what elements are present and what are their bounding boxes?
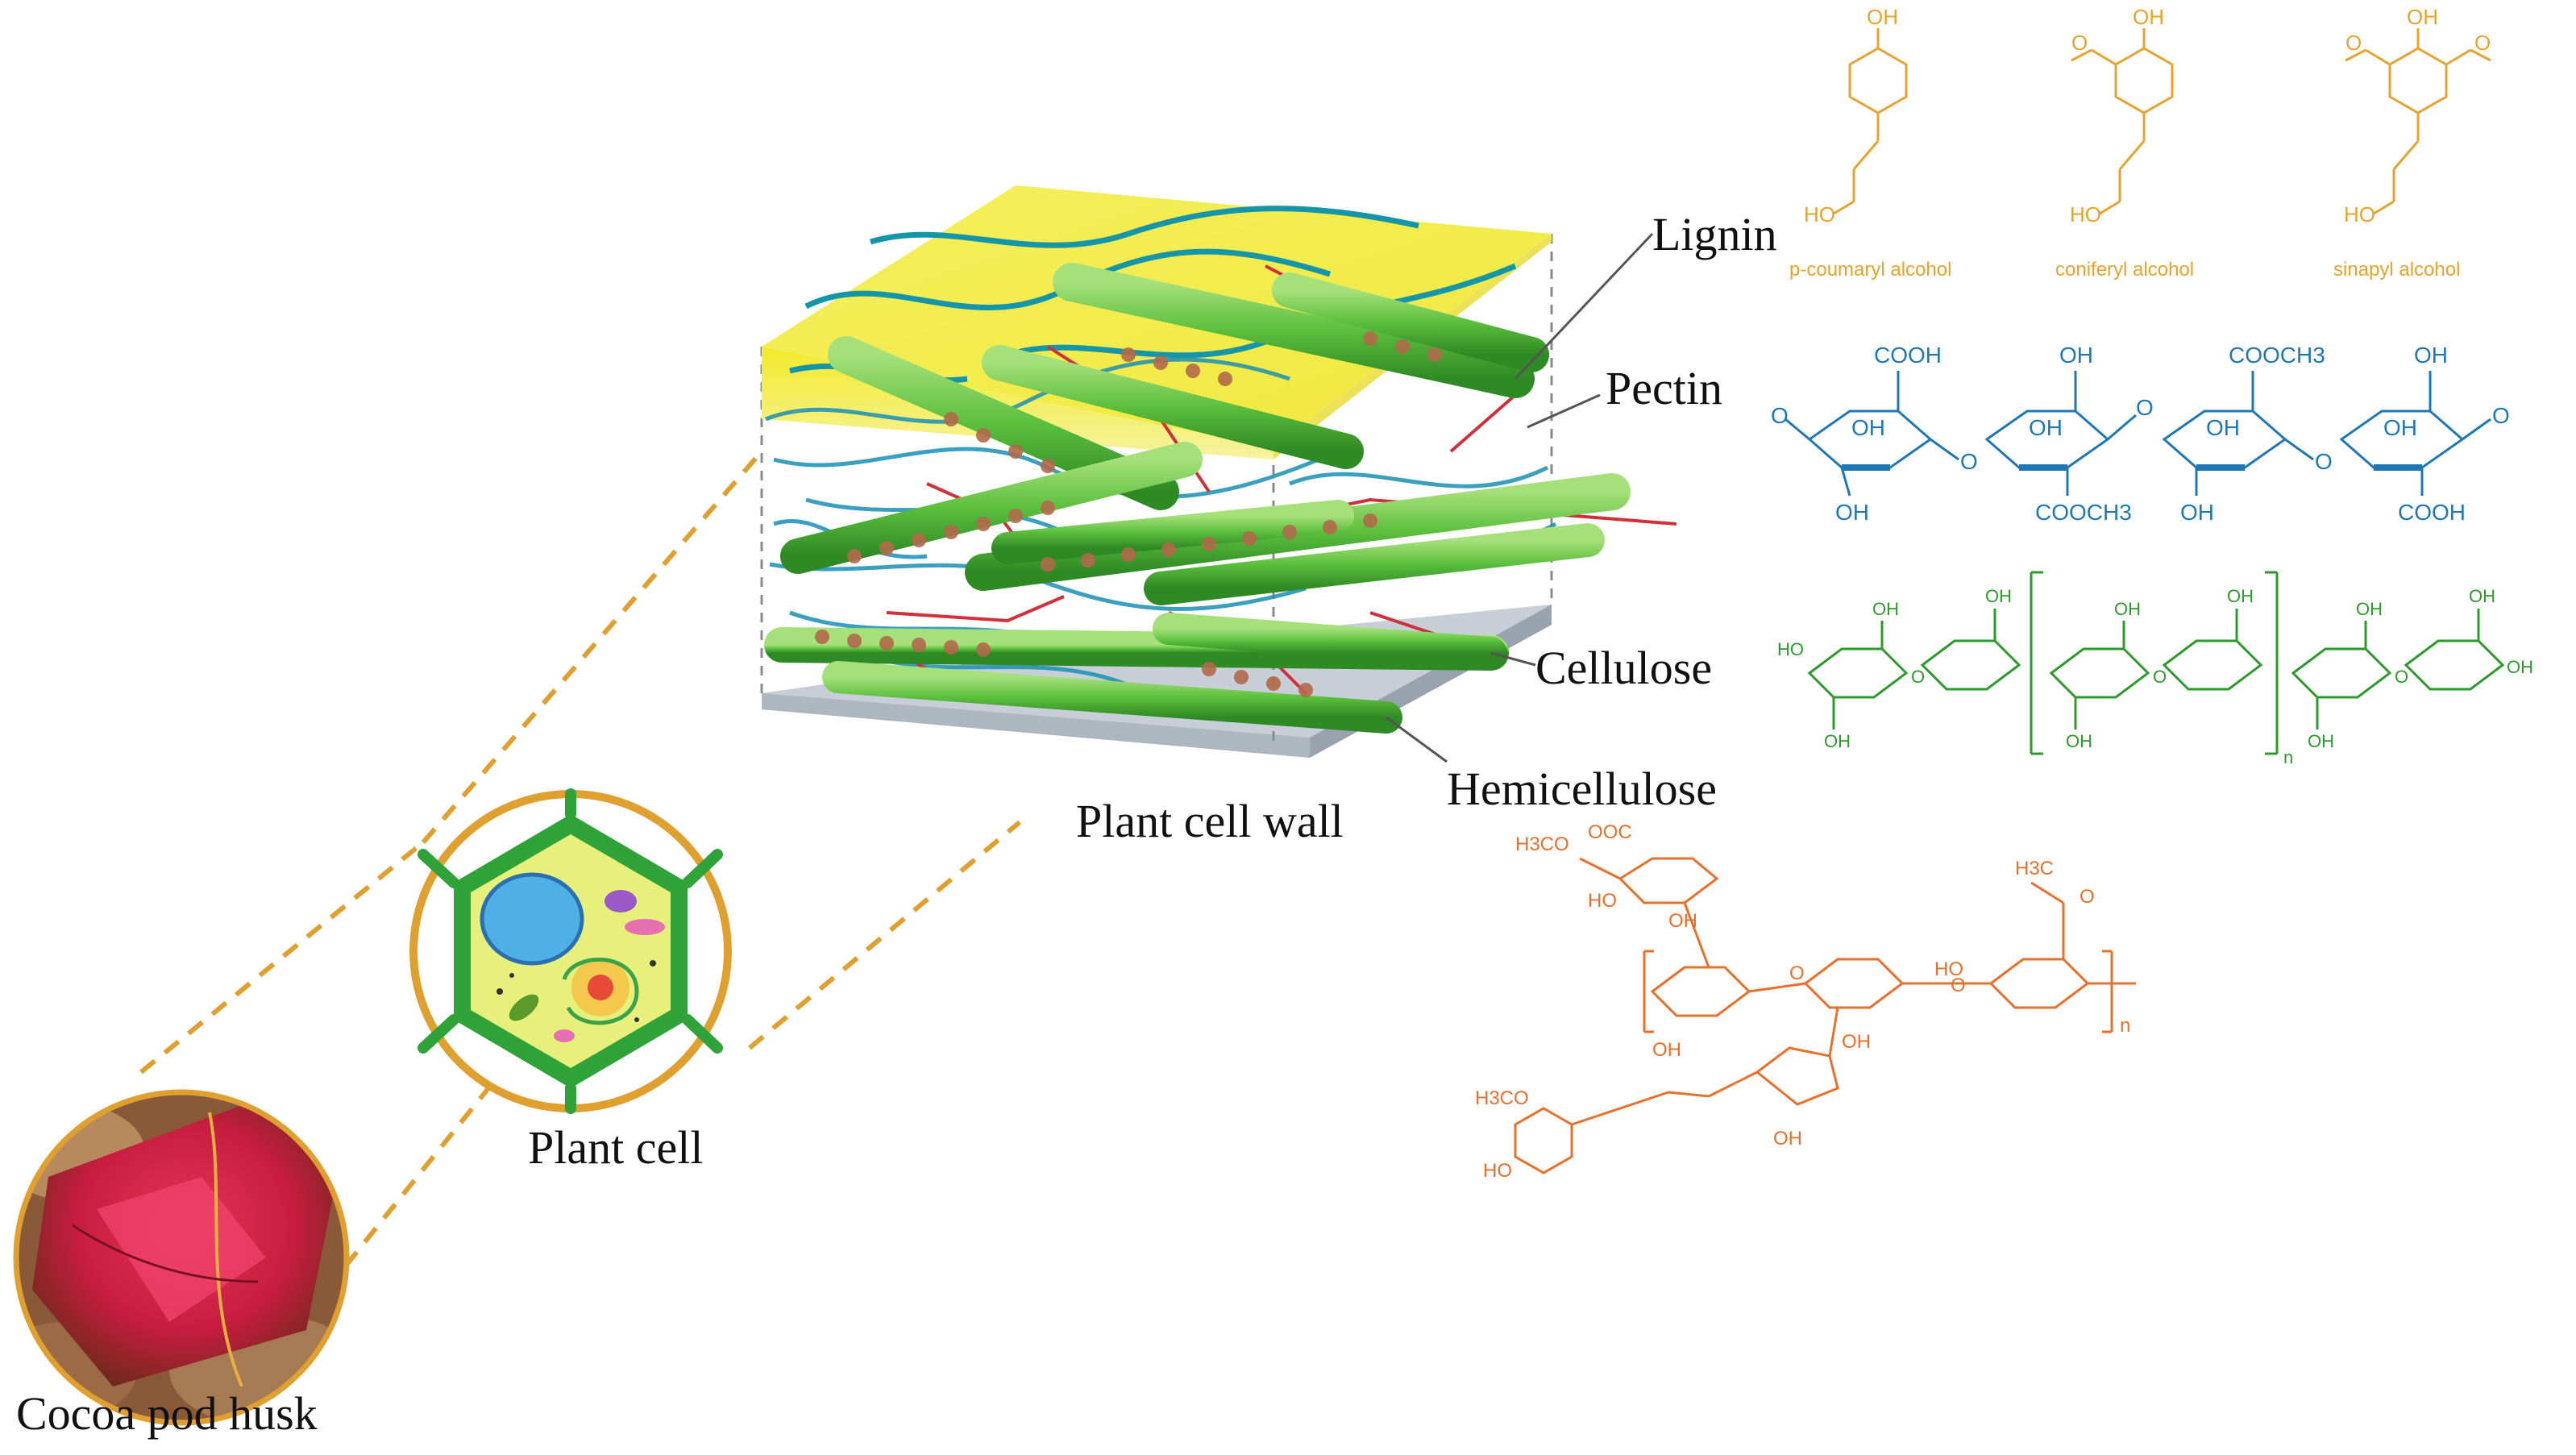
lignin-3-ho: HO [2344, 202, 2375, 227]
hemi-n: n [2120, 1015, 2130, 1037]
pectin-top-2: OH [2059, 343, 2093, 368]
hemi-oh-1: OH [1668, 910, 1697, 932]
hemi-h3c: H3C [2015, 858, 2054, 879]
hemi-oh-4: OH [1773, 1128, 1802, 1149]
cellulose-oh-2: OH [1985, 586, 2012, 606]
cocoa-husk-ring [13, 1089, 350, 1426]
hemi-oh-2: OH [1652, 1039, 1681, 1061]
pectin-link-4: O [2315, 449, 2333, 474]
cocoa-pod-husk-label: Cocoa pod husk [16, 1387, 318, 1440]
hemi-oh-3: OH [1842, 1031, 1871, 1053]
pectin-bottom-1: OH [1835, 500, 1869, 525]
cellulose-label: Cellulose [1535, 642, 1713, 694]
pectin-ring-oh-4: OH [2383, 415, 2417, 440]
cellulose-oh-3: OH [2114, 599, 2141, 619]
lignin-2-oh: OH [2133, 5, 2164, 29]
hemi-o-1: O [1789, 962, 1805, 984]
lignin-monomers-structures: OH HO OH O HO OH O O HO p-coumaryl alcoh… [1789, 5, 2491, 281]
pectin-bottom-2: COOCH3 [2035, 500, 2132, 525]
pectin-label: Pectin [1606, 362, 1722, 414]
pectin-ring-oh-1: OH [1851, 415, 1885, 440]
hemi-h3co-bottom: H3CO [1475, 1087, 1529, 1109]
pectin-link-3: O [2136, 395, 2154, 420]
cellulose-oh-9: OH [2308, 731, 2334, 751]
cellulose-ho-1: HO [1777, 639, 1804, 659]
cellulose-oh-end: OH [2507, 657, 2533, 677]
pectin-link-5: O [2492, 403, 2510, 428]
cell-wall-illustration [760, 185, 1677, 758]
cocoa-pod-husk-image [16, 1092, 347, 1423]
hemi-o-3: O [2079, 886, 2095, 908]
cellulose-oh-1: OH [1872, 599, 1899, 619]
hemi-ho-1: HO [1588, 890, 1617, 912]
zoom-connector-lines [139, 450, 1021, 1291]
cellulose-n: n [2283, 747, 2293, 767]
hemicellulose-label: Hemicellulose [1447, 763, 1718, 815]
pectin-bottom-3: OH [2180, 500, 2214, 525]
cellulose-oh-5: OH [2356, 599, 2383, 619]
pectin-top-1: COOH [1874, 343, 1942, 368]
lignin-2-ho: HO [2070, 202, 2101, 227]
hemi-ho-3: HO [1483, 1160, 1512, 1182]
cellulose-structure: HO OH OH OH OH OH OH OH OH OH O O O OH n [1777, 571, 2533, 767]
cellulose-o-3: O [2395, 667, 2408, 687]
hemi-ooc: OOC [1588, 821, 1632, 843]
lignin-3-o-right: O [2474, 31, 2491, 55]
pectin-bottom-4: COOH [2398, 500, 2466, 525]
pectin-ring-oh-2: OH [2029, 415, 2063, 440]
hemicellulose-structure: H3CO OOC HO OH OH OH HO H3C OH O O O H3C… [1475, 821, 2136, 1182]
lignin-monomer-name-1: p-coumaryl alcohol [1789, 259, 1951, 281]
pectin-top-3: COOCH3 [2229, 343, 2325, 368]
label-leader-lines [1386, 232, 1654, 763]
lignin-1-ho: HO [1804, 202, 1835, 227]
cellulose-oh-8: OH [2066, 731, 2092, 751]
cellulose-o-1: O [1911, 667, 1925, 687]
lignin-monomer-name-3: sinapyl alcohol [2333, 259, 2460, 281]
plant-cell-wall-label: Plant cell wall [1076, 795, 1344, 847]
lignin-2-o: O [2071, 31, 2088, 55]
pectin-top-4: OH [2414, 343, 2448, 368]
plant-cell-label: Plant cell [528, 1121, 704, 1174]
pectin-link-2: O [1960, 449, 1978, 474]
cellulose-oh-7: OH [1824, 731, 1851, 751]
pectin-structure: COOH OH COOCH3 OH OH COOCH3 OH COOH OH O… [1771, 343, 2510, 525]
lignin-3-oh: OH [2407, 5, 2438, 29]
lignin-monomer-name-2: coniferyl alcohol [2055, 259, 2194, 281]
cellulose-oh-4: OH [2227, 586, 2254, 606]
hemi-o-2: O [1951, 975, 1966, 996]
plant-cell-icon [409, 788, 732, 1114]
cellulose-oh-6: OH [2469, 586, 2495, 606]
cellulose-o-2: O [2153, 667, 2167, 687]
hemi-h3co-top: H3CO [1515, 834, 1569, 855]
hemi-ho-2: HO [1934, 958, 1963, 980]
pectin-link-1: O [1771, 403, 1789, 428]
lignin-3-o-left: O [2345, 31, 2362, 55]
lignin-label: Lignin [1652, 208, 1777, 260]
lignin-1-oh: OH [1867, 5, 1898, 29]
pectin-ring-oh-3: OH [2206, 415, 2240, 440]
